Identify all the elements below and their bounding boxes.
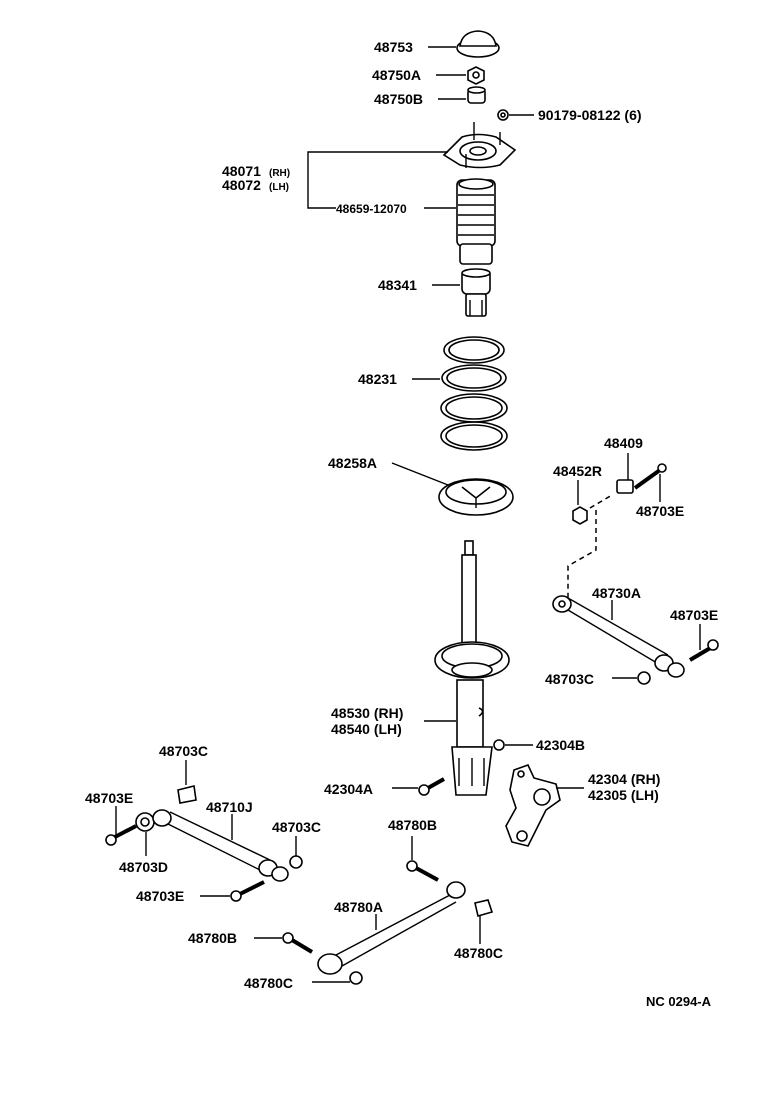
- part-48258A-insulator: [438, 478, 514, 516]
- label-48753: 48753: [374, 39, 413, 55]
- part-48231-coil-spring: [440, 336, 508, 451]
- part-48703C-nut-left-bottom: [289, 855, 303, 869]
- label-48072: 48072: [222, 177, 261, 193]
- part-42304A-bolt: [418, 777, 445, 796]
- part-48530-shock-absorber: [434, 540, 510, 796]
- part-48750B-bushing: [467, 86, 486, 104]
- label-48258A: 48258A: [328, 455, 377, 471]
- label-48703E-right: 48703E: [670, 607, 718, 623]
- label-48530: 48530 (RH): [331, 705, 403, 721]
- label-48703D: 48703D: [119, 859, 168, 875]
- part-48730A-arm: [552, 595, 685, 678]
- label-48703E-lower: 48703E: [136, 888, 184, 904]
- label-42304B: 42304B: [536, 737, 585, 753]
- part-48780C-nut-left: [349, 971, 363, 985]
- part-42304B-nut: [493, 739, 505, 751]
- part-48780B-bolt-left: [282, 932, 314, 954]
- part-48750A-nut: [467, 66, 485, 85]
- label-48780C-right: 48780C: [454, 945, 503, 961]
- label-48072-side: (LH): [269, 182, 289, 193]
- label-48071-side: (RH): [269, 168, 290, 179]
- label-42304A: 42304A: [324, 781, 373, 797]
- label-48703E-left: 48703E: [85, 790, 133, 806]
- label-48703C-left-top: 48703C: [159, 743, 208, 759]
- label-48780C-left: 48780C: [244, 975, 293, 991]
- label-48780A: 48780A: [334, 899, 383, 915]
- part-48703C-nut-left-top: [177, 785, 197, 804]
- label-48750B: 48750B: [374, 91, 423, 107]
- part-48780A-arm: [317, 881, 466, 975]
- part-48703C-nut-right: [637, 671, 651, 685]
- part-48780B-bolt-top: [406, 860, 439, 882]
- part-48341-bumper: [461, 268, 491, 317]
- label-48703C-left-bottom: 48703C: [272, 819, 321, 835]
- label-48750A: 48750A: [372, 67, 421, 83]
- part-48452R-nut: [572, 506, 588, 525]
- part-48659-boot: [456, 178, 496, 265]
- part-48703E-bolt-lower: [230, 880, 265, 902]
- part-90179-nut: [497, 109, 509, 121]
- label-48341: 48341: [378, 277, 417, 293]
- label-48540: 48540 (LH): [331, 721, 402, 737]
- part-48710J-arm: [152, 809, 289, 882]
- part-48780C-nut-right: [474, 899, 494, 918]
- label-48703C-right: 48703C: [545, 671, 594, 687]
- label-48730A: 48730A: [592, 585, 641, 601]
- label-48452R: 48452R: [553, 463, 602, 479]
- part-48703D-bushing: [135, 812, 155, 832]
- part-48071-support: [442, 122, 517, 169]
- label-42304: 42304 (RH): [588, 771, 660, 787]
- label-48409: 48409: [604, 435, 643, 451]
- figure-code: NC 0294-A: [646, 994, 712, 1009]
- part-48703E-bolt-right: [688, 639, 719, 662]
- label-42305: 42305 (LH): [588, 787, 659, 803]
- part-48409-bolt: [616, 453, 634, 494]
- label-48780B-top: 48780B: [388, 817, 437, 833]
- label-48659-12070: 48659-12070: [336, 202, 407, 216]
- label-48703E-top: 48703E: [636, 503, 684, 519]
- label-90179-08122: 90179-08122 (6): [538, 107, 642, 123]
- label-48071: 48071: [222, 163, 261, 179]
- label-48780B-left: 48780B: [188, 930, 237, 946]
- label-48231: 48231: [358, 371, 397, 387]
- part-48703E-bolt-top: [633, 463, 667, 490]
- label-48710J: 48710J: [206, 799, 253, 815]
- part-48703E-bolt-left: [105, 824, 137, 846]
- part-48753-cap: [456, 30, 500, 58]
- part-42304-carrier: [505, 764, 561, 847]
